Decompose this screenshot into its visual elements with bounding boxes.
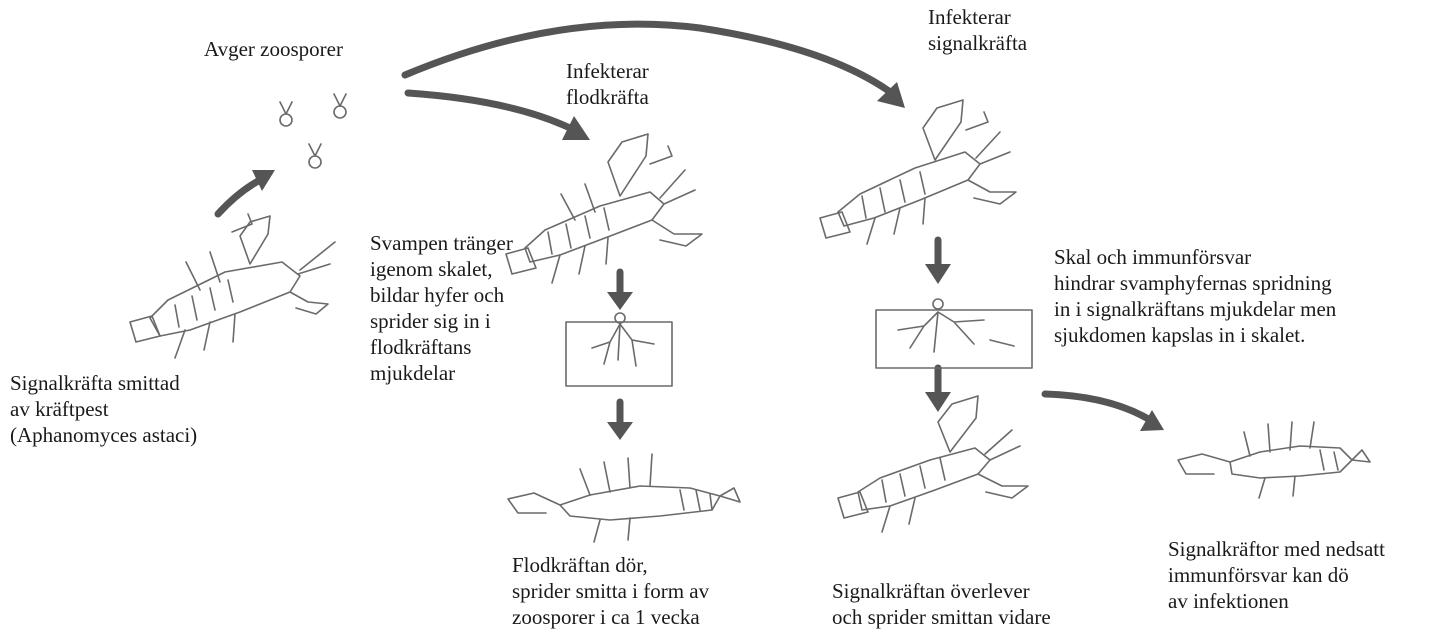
- surviving-signal-crayfish-sketch: [838, 396, 1028, 532]
- arrow-to-dead-signalkrafta: [1045, 394, 1164, 431]
- arrow-to-flodkrafta: [408, 93, 590, 140]
- label-signalkraftor-nedsatt: Signalkräftor med nedsatt immunförsvar k…: [1168, 536, 1385, 614]
- hyphae-box-signalkrafta: [876, 299, 1032, 368]
- arrow-signal-down-2: [925, 368, 951, 412]
- label-svampen-tranger: Svampen tränger igenom skalet, bildar hy…: [370, 230, 513, 386]
- arrow-to-signalkrafta: [405, 24, 905, 108]
- hyphae-box-flodkrafta: [566, 313, 672, 386]
- dead-noble-crayfish-sketch: [508, 454, 740, 542]
- label-avger-zoosporer: Avger zoosporer: [204, 36, 343, 62]
- label-skal-och-immunforsvar: Skal och immunförsvar hindrar svamphyfer…: [1054, 244, 1336, 348]
- arrow-signal-down-1: [925, 240, 951, 284]
- label-flodkraftan-dor: Flodkräftan dör, sprider smitta i form a…: [512, 552, 709, 630]
- zoospores: [280, 94, 346, 168]
- arrow-flod-down-2: [607, 402, 633, 440]
- label-signalkraftan-overlever: Signalkräftan överlever och sprider smit…: [832, 578, 1051, 630]
- label-infekterar-signalkrafta: Infekterar signalkräfta: [928, 4, 1027, 56]
- dead-signal-crayfish-sketch: [1178, 422, 1370, 498]
- arrow-to-zoospores: [218, 170, 275, 214]
- signal-crayfish-sketch: [820, 100, 1016, 244]
- noble-crayfish-sketch: [506, 134, 702, 283]
- label-signalkrafta-smittad: Signalkräfta smittad av kräftpest (Aphan…: [10, 370, 197, 448]
- label-infekterar-flodkrafta: Infekterar flodkräfta: [566, 58, 649, 110]
- infected-signal-crayfish-sketch: [130, 214, 335, 358]
- arrow-flod-down-1: [607, 272, 633, 310]
